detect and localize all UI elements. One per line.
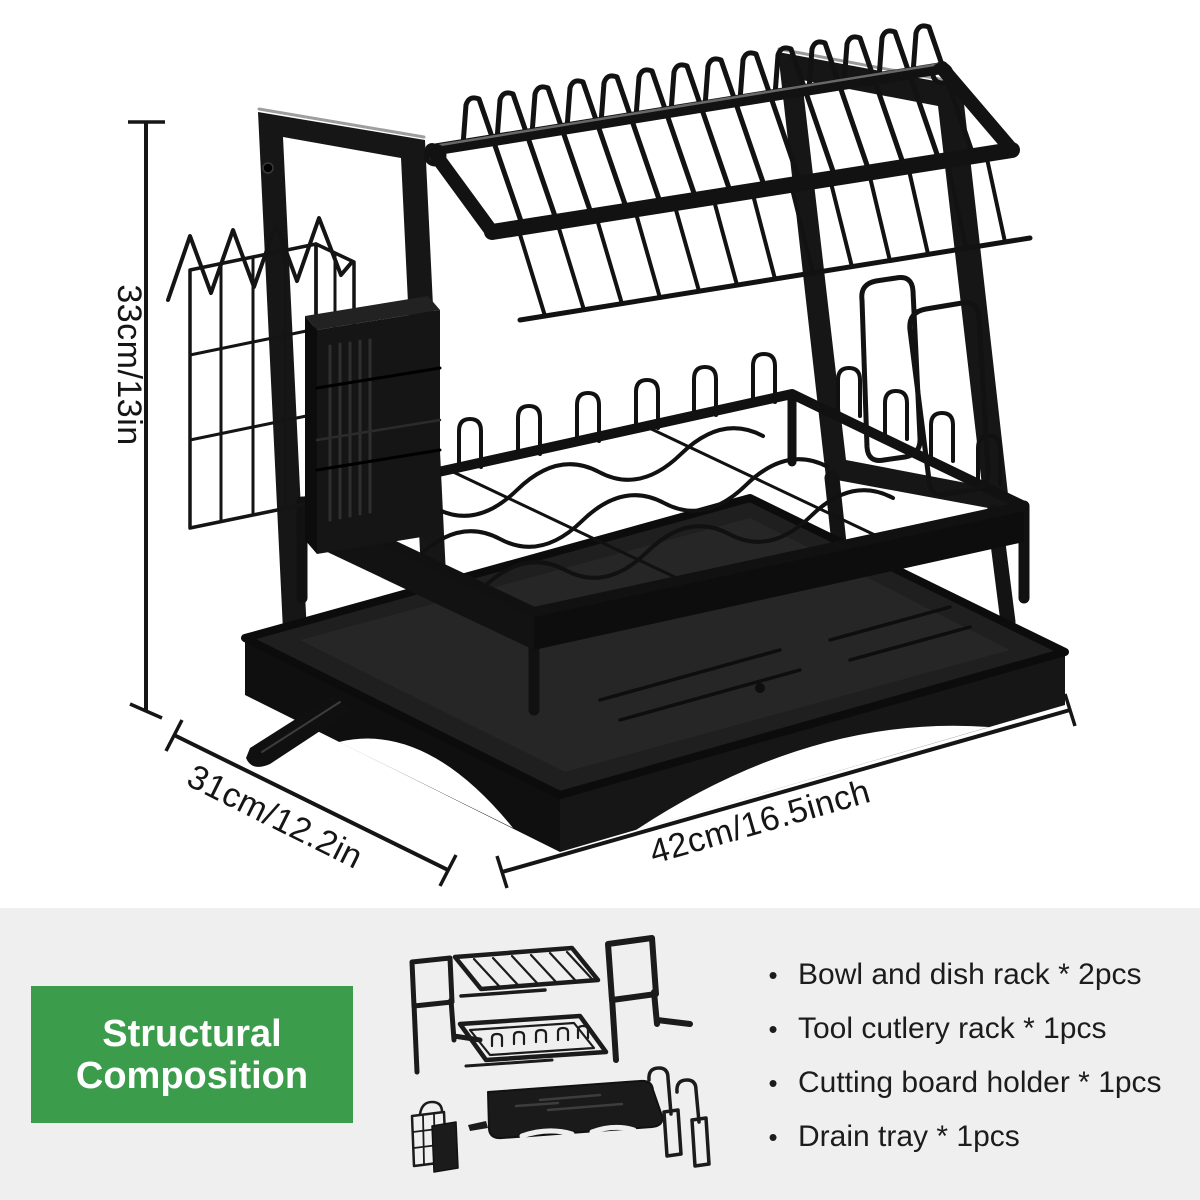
bullet-icon: • (768, 1013, 778, 1044)
list-item: • Drain tray * 1pcs (764, 1110, 1162, 1164)
part-side-frame-large (605, 935, 693, 1063)
part-drain-tray (468, 1079, 664, 1140)
dish-rack-illustration (166, 23, 1069, 852)
drain-spout (246, 696, 352, 767)
part-dish-rack-top (452, 945, 601, 998)
part-cutlery-basket (410, 1100, 459, 1173)
bullet-icon: • (768, 1121, 778, 1152)
utensil-holder-box (305, 296, 442, 554)
part-label: Cutting board holder * 1pcs (798, 1066, 1162, 1099)
parts-list: • Bowl and dish rack * 2pcs • Tool cutle… (764, 948, 1162, 1164)
list-item: • Tool cutlery rack * 1pcs (764, 1002, 1162, 1056)
hanging-hooks-wire (166, 216, 354, 302)
top-dish-basket (423, 23, 1033, 323)
cutting-board-holder (859, 275, 991, 497)
structural-composition-heading: Structural Composition (31, 986, 353, 1123)
width-dimension-line (495, 693, 1077, 889)
parts-exploded-diagram (409, 935, 711, 1173)
part-side-frame-small (409, 955, 483, 1075)
height-dimension-line (128, 120, 165, 720)
bullet-icon: • (768, 959, 778, 990)
list-item: • Bowl and dish rack * 2pcs (764, 948, 1162, 1002)
heading-line-2: Composition (75, 1054, 309, 1097)
dimension-lines (128, 120, 1077, 889)
part-label: Tool cutlery rack * 1pcs (798, 1012, 1107, 1045)
list-item: • Cutting board holder * 1pcs (764, 1056, 1162, 1110)
height-dimension-label: 33cm/13in (110, 284, 148, 445)
part-label: Bowl and dish rack * 2pcs (798, 958, 1142, 991)
part-dish-rack-middle (457, 1013, 609, 1068)
part-cutting-board-hooks (647, 1066, 711, 1168)
depth-dimension-line (164, 719, 458, 887)
part-label: Drain tray * 1pcs (798, 1120, 1020, 1153)
heading-line-1: Structural (102, 1012, 282, 1055)
bullet-icon: • (768, 1067, 778, 1098)
